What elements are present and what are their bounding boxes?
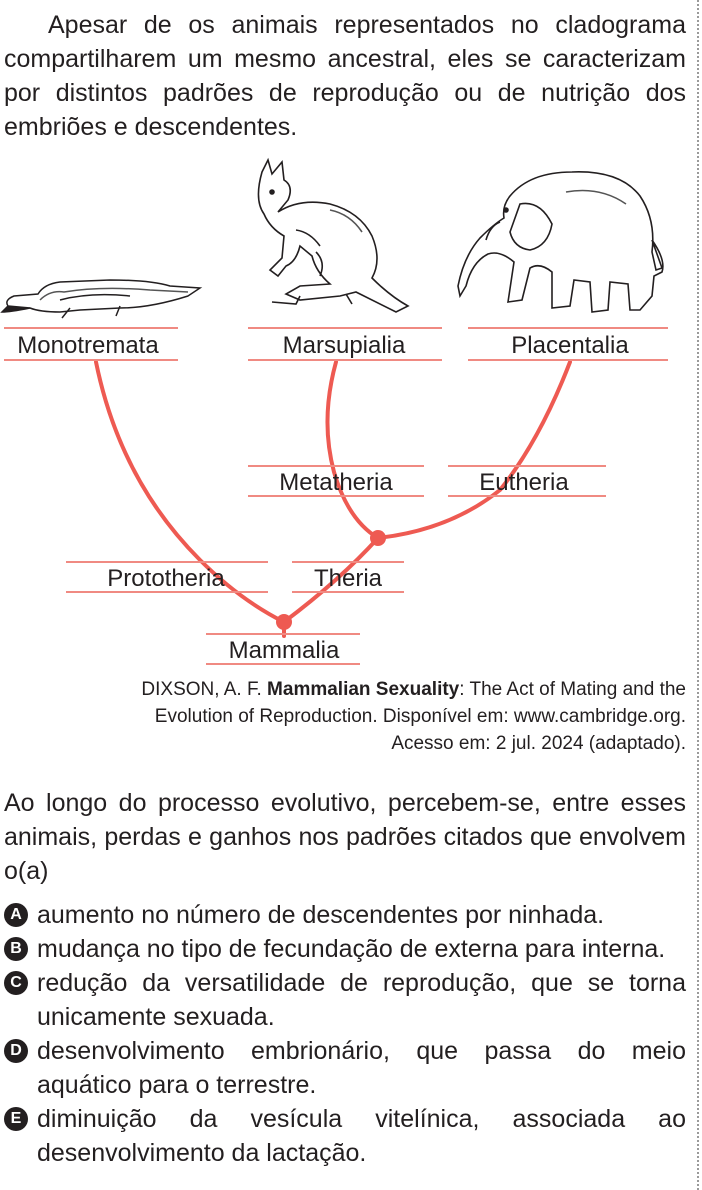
option-text: desenvolvimento embrionário, que passa d… [37,1037,686,1099]
option-letter-badge: D [4,1039,28,1063]
question-stem: Ao longo do processo evolutivo, percebem… [4,789,686,885]
node-theria [370,530,386,546]
branch-marsupialia [325,360,380,540]
platypus-illustration [0,279,203,319]
label-eutheria: Eutheria [479,469,569,496]
option-text: aumento no número de descendentes por ni… [37,901,605,929]
source-subtitle: : The Act of Mating and the [459,679,686,700]
answer-options: A aumento no número de descendentes por … [4,898,686,1170]
node-mammalia [276,614,292,630]
option-a[interactable]: A aumento no número de descendentes por … [4,898,686,932]
elephant-illustration [457,171,664,313]
branch-theria [282,536,380,624]
source-author: DIXSON, A. F. [141,679,262,700]
kangaroo-illustration [257,157,410,313]
option-letter-badge: E [4,1107,28,1131]
option-text: mudança no tipo de fecundação de externa… [37,935,666,963]
label-prototheria: Prototheria [107,565,225,592]
option-text: redução da versatilidade de reprodução, … [37,969,686,1031]
label-theria: Theria [314,565,383,592]
option-letter-badge: B [4,937,28,961]
label-metatheria: Metatheria [279,469,393,496]
source-citation: DIXSON, A. F. Mammalian Sexuality: The A… [40,676,686,757]
source-title: Mammalian Sexuality [267,679,460,700]
column-divider [697,0,699,1190]
branch-monotremata [94,360,286,624]
option-letter-badge: C [4,971,28,995]
label-marsupialia: Marsupialia [283,332,406,359]
label-mammalia: Mammalia [229,637,340,664]
option-text: diminuição da vesícula vitelínica, assoc… [37,1105,686,1167]
label-placentalia: Placentalia [511,332,629,359]
source-line-3: Acesso em: 2 jul. 2024 (adaptado). [391,733,686,754]
label-monotremata: Monotremata [17,332,159,359]
branch-placentalia [376,360,572,540]
cladogram-branches [94,360,572,638]
label-rules [4,327,668,665]
option-e[interactable]: E diminuição da vesícula vitelínica, ass… [4,1102,686,1170]
source-line-2: Evolution of Reproduction. Disponível em… [154,706,686,727]
option-letter-badge: A [4,903,28,927]
option-b[interactable]: B mudança no tipo de fecundação de exter… [4,932,686,966]
option-d[interactable]: D desenvolvimento embrionário, que passa… [4,1034,686,1102]
intro-paragraph: Apesar de os animais representados no cl… [4,11,686,141]
cladogram: Monotremata Marsupialia Placentalia Meta… [0,157,668,665]
option-c[interactable]: C redução da versatilidade de reprodução… [4,966,686,1034]
